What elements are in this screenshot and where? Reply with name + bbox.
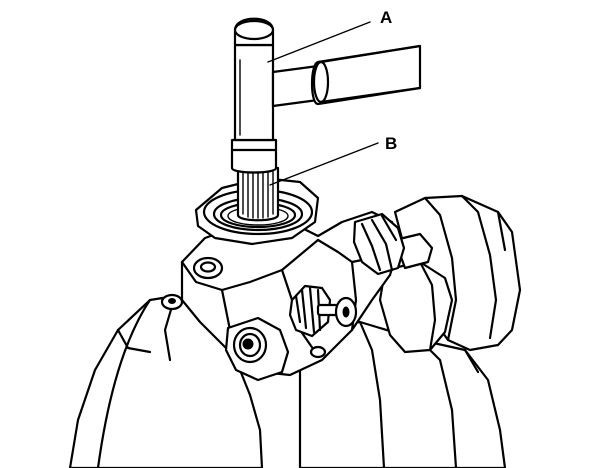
valve-cap <box>352 212 406 276</box>
side-bracket <box>378 194 522 354</box>
seal-driver-tool <box>230 17 422 174</box>
adjusting-screw <box>288 284 358 359</box>
label-a: A <box>380 8 392 27</box>
pump-body <box>68 294 507 468</box>
leader-line-a <box>267 21 371 63</box>
splined-shaft <box>236 166 280 222</box>
leader-lines <box>267 21 379 186</box>
leader-line-b <box>269 142 379 186</box>
pressure-fitting <box>224 316 290 382</box>
label-b: B <box>385 134 397 153</box>
